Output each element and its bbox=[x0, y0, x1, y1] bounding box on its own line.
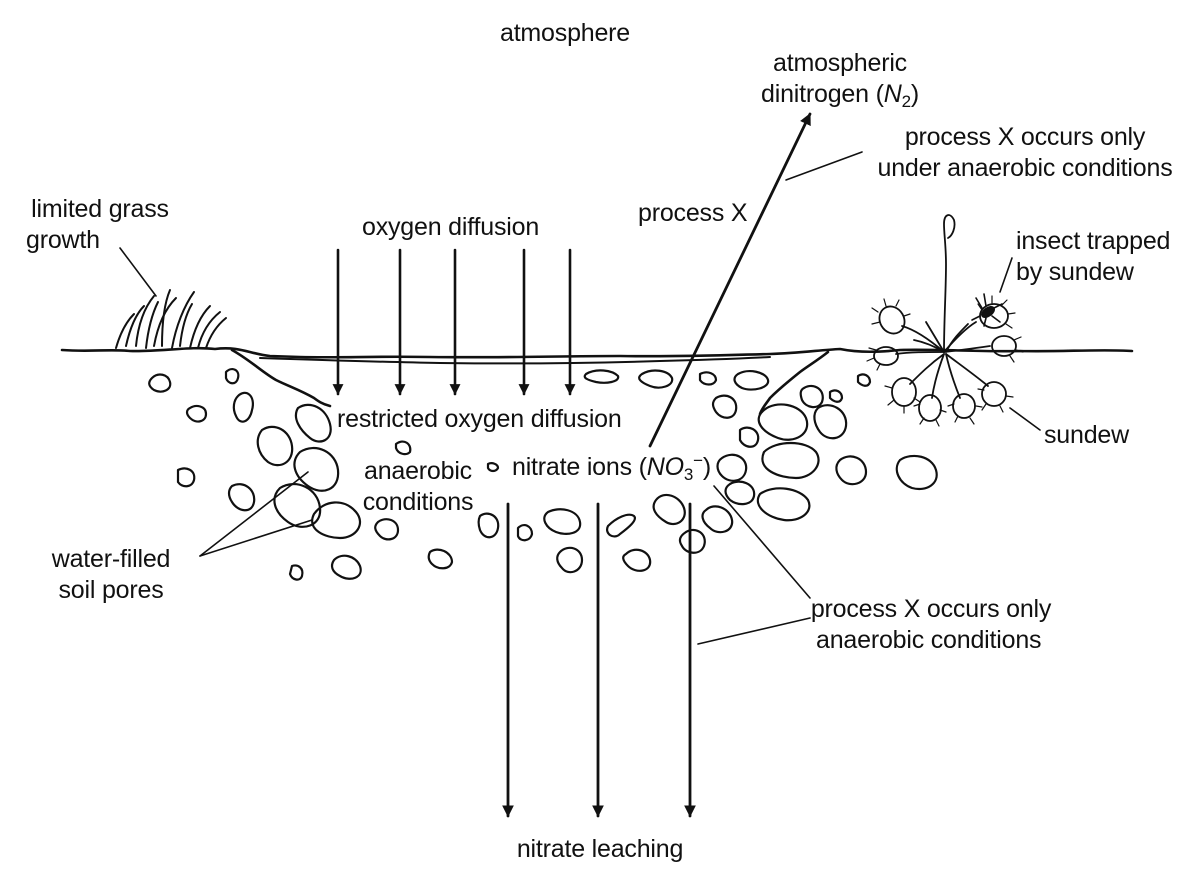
dinitrogen-subscript: 2 bbox=[901, 92, 911, 111]
process-x-note-bottom: process X occurs only anaerobic conditio… bbox=[806, 594, 1056, 656]
nitrate-superscript: − bbox=[693, 451, 703, 470]
process-x-note-bottom-line1: process X occurs only bbox=[810, 595, 1052, 623]
nitrate-subscript: 3 bbox=[683, 465, 694, 484]
sundew-plant-icon bbox=[866, 214, 1024, 427]
right-bank-edge bbox=[758, 350, 830, 416]
process-x-note-bottom-line2: anaerobic conditions bbox=[816, 626, 1042, 654]
nitrate-leaching-label: nitrate leaching bbox=[516, 835, 684, 863]
insect-trapped-label: insect trapped by sundew bbox=[1016, 226, 1170, 288]
dinitrogen-pre: dinitrogen ( bbox=[761, 80, 884, 108]
anaerobic-line2: conditions bbox=[362, 488, 474, 516]
insect-trapped-line2: by sundew bbox=[1016, 258, 1134, 286]
water-filled-line1: water-filled bbox=[51, 545, 171, 573]
nitrate-post: ) bbox=[702, 453, 712, 481]
process-x-note-top-line1: process X occurs only bbox=[904, 123, 1146, 151]
dinitrogen-label: atmospheric dinitrogen (N2) bbox=[740, 48, 940, 110]
water-surface-line bbox=[259, 356, 771, 365]
leader-lines bbox=[119, 151, 1041, 645]
dinitrogen-post: ) bbox=[910, 80, 919, 108]
ground-surface-line bbox=[60, 346, 1134, 359]
soil-particles bbox=[148, 368, 938, 581]
nitrate-pre: nitrate ions ( bbox=[512, 453, 647, 481]
nitrate-symbol: NO bbox=[646, 453, 684, 481]
anaerobic-line1: anaerobic bbox=[363, 457, 472, 485]
limited-grass-line1: limited grass bbox=[31, 195, 169, 223]
process-x-note-top: process X occurs only under anaerobic co… bbox=[860, 122, 1190, 184]
nitrate-leaching-arrows bbox=[502, 502, 696, 818]
grass-tuft-icon bbox=[115, 289, 227, 349]
water-filled-pores-label: water-filled soil pores bbox=[26, 544, 196, 606]
limited-grass-label: limited grass growth bbox=[18, 194, 182, 256]
process-x-arrow bbox=[648, 112, 812, 448]
limited-grass-line2: growth bbox=[26, 226, 100, 254]
atmosphere-label: atmosphere bbox=[499, 19, 631, 47]
process-x-label: process X bbox=[638, 199, 748, 227]
insect-trapped-line1: insect trapped bbox=[1016, 227, 1171, 255]
process-x-note-top-line2: under anaerobic conditions bbox=[877, 154, 1173, 182]
dinitrogen-label-line2: dinitrogen (N2) bbox=[740, 79, 940, 110]
insect-icon bbox=[971, 293, 1003, 327]
water-filled-line2: soil pores bbox=[58, 576, 164, 604]
sundew-label: sundew bbox=[1044, 421, 1129, 449]
anaerobic-conditions-label: anaerobic conditions bbox=[350, 456, 486, 518]
dinitrogen-symbol: N bbox=[883, 80, 902, 108]
restricted-oxygen-label: restricted oxygen diffusion bbox=[337, 405, 622, 433]
left-bank-edge bbox=[230, 348, 332, 408]
nitrate-ions-label: nitrate ions (NO3−) bbox=[512, 452, 711, 483]
oxygen-diffusion-arrows bbox=[332, 248, 576, 396]
dinitrogen-label-line1: atmospheric bbox=[773, 49, 907, 77]
oxygen-diffusion-label: oxygen diffusion bbox=[362, 213, 540, 241]
